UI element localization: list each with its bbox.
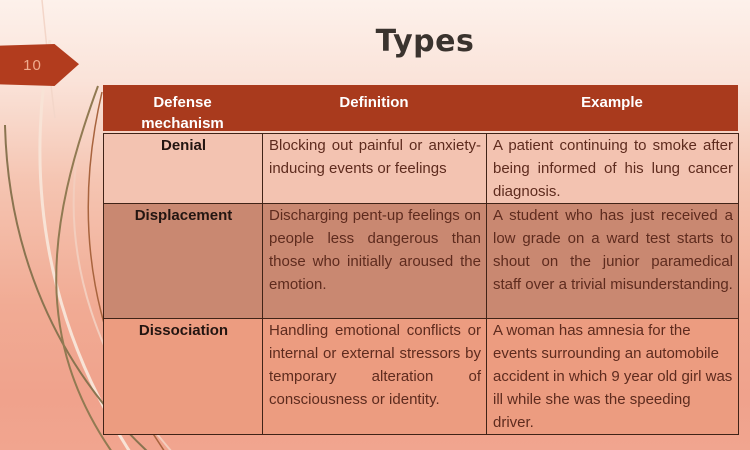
- cell-mechanism: Displacement: [103, 203, 263, 319]
- column-header-definition: Definition: [339, 94, 409, 111]
- table-row-displacement: Displacement Discharging pent-up feeling…: [103, 203, 739, 319]
- cell-mechanism: Denial: [103, 133, 263, 204]
- table-header-row: Defense mechanism Definition Example: [103, 85, 738, 132]
- cell-example: A student who has just received a low gr…: [486, 203, 739, 319]
- page-title: Types: [375, 24, 475, 59]
- table-row-dissociation: Dissociation Handling emotional conflict…: [103, 318, 739, 435]
- defense-mechanisms-table: Denial Blocking out painful or anxiety-i…: [103, 133, 739, 435]
- cell-mechanism: Dissociation: [103, 318, 263, 435]
- cell-definition: Blocking out painful or anxiety-inducing…: [262, 133, 487, 204]
- slide-number-badge: 10: [0, 44, 79, 86]
- cell-example: A woman has amnesia for the events surro…: [486, 318, 739, 435]
- slide-number: 10: [23, 56, 42, 74]
- column-header-defense-mechanism: Defense mechanism: [141, 94, 224, 132]
- cell-definition: Handling emotional conflicts or internal…: [262, 318, 487, 435]
- cell-example: A patient continuing to smoke after bein…: [486, 133, 739, 204]
- cell-definition: Discharging pent-up feelings on people l…: [262, 203, 487, 319]
- column-header-example: Example: [581, 94, 643, 111]
- table-row-denial: Denial Blocking out painful or anxiety-i…: [103, 133, 739, 204]
